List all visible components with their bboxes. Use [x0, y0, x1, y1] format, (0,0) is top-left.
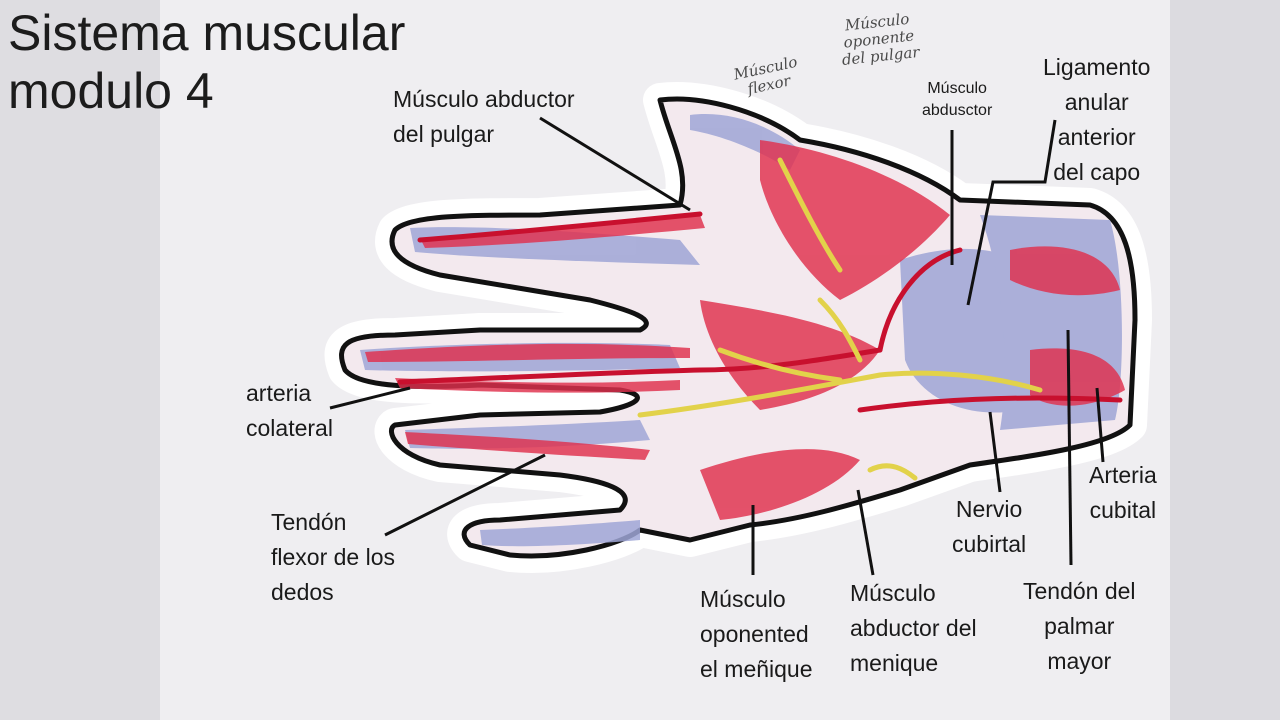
leader-arteria-colateral	[329, 386, 411, 410]
label-oponente-menique-line-1: Músculo	[700, 586, 786, 612]
label-ligamento-line-2: anular	[1064, 89, 1129, 115]
muscles	[365, 140, 1125, 520]
label-nervio-line-2: cubirtal	[952, 531, 1027, 557]
label-abductor-menique: Músculo abductor del menique	[850, 576, 977, 681]
handwritten-oponente: Músculo oponente del pulgar	[838, 10, 920, 69]
label-arteria-cubital-line-2: cubital	[1089, 497, 1157, 523]
label-abductor-line-2: abdusctor	[922, 102, 993, 119]
label-abductor-pulgar: Músculo abductor del pulgar	[393, 82, 575, 152]
page-title: Sistema muscular modulo 4	[8, 4, 405, 120]
label-abductor-menique-line-3: menique	[850, 650, 939, 676]
artery-arch	[877, 247, 963, 353]
label-arteria-colateral-line-2: colateral	[246, 415, 333, 441]
leader-tendon-palmar	[1066, 329, 1073, 566]
label-tendon-palmar-line-1: Tendón del	[1023, 578, 1136, 604]
label-abductor: Músculo abdusctor	[922, 78, 992, 122]
artery-ulnar	[857, 395, 1123, 413]
label-tendon-palmar-line-2: palmar	[1044, 613, 1115, 639]
middle-muscle	[365, 343, 690, 362]
ring-muscle	[405, 432, 650, 460]
label-tendon-flexor-line-1: Tendón	[271, 509, 347, 535]
label-arteria-cubital: Arteria cubital	[1089, 458, 1157, 528]
leader-lines	[329, 116, 1105, 576]
label-ligamento: Ligamento anular anterior del capo	[1043, 50, 1150, 190]
label-arteria-cubital-line-1: Arteria	[1089, 462, 1157, 488]
label-tendon-flexor-line-3: dedos	[271, 579, 334, 605]
nerve-branch-2	[717, 347, 843, 383]
wrist-muscle	[1010, 246, 1120, 296]
label-ligamento-line-4: del capo	[1053, 159, 1141, 185]
label-ligamento-line-1: Ligamento	[1043, 54, 1151, 80]
label-oponente-menique-line-2: oponented	[700, 621, 809, 647]
label-oponente-menique: Músculo oponented el meñique	[700, 582, 813, 687]
nerve-branch-4	[867, 463, 918, 481]
label-tendon-palmar: Tendón del palmar mayor	[1023, 574, 1136, 679]
thenar-muscle	[760, 140, 950, 300]
hypothenar-muscle	[700, 449, 860, 520]
label-abductor-pulgar-line-1: Músculo abductor	[393, 86, 575, 112]
label-nervio-line-1: Nervio	[955, 496, 1023, 522]
label-tendon-palmar-line-3: mayor	[1047, 648, 1112, 674]
label-tendon-flexor: Tendón flexor de los dedos	[271, 505, 395, 610]
label-arteria-colateral: arteria colateral	[246, 376, 333, 446]
leader-tendon-flexor	[384, 453, 546, 537]
nerve-branch-1	[817, 297, 863, 363]
title-line-1: Sistema muscular	[8, 5, 406, 61]
label-tendon-flexor-line-2: flexor de los	[271, 544, 396, 570]
label-oponente-menique-line-3: el meñique	[700, 656, 813, 682]
title-line-2: modulo 4	[8, 63, 214, 119]
label-abductor-pulgar-line-2: del pulgar	[393, 121, 495, 147]
label-arteria-colateral-line-1: arteria	[246, 380, 312, 406]
paper-background-left	[0, 0, 160, 720]
label-abductor-line-1: Músculo	[927, 80, 987, 97]
leader-abductor-pulgar	[539, 116, 691, 212]
label-abductor-menique-line-1: Músculo	[850, 580, 936, 606]
index-muscle	[420, 215, 705, 248]
leader-nervio	[988, 411, 1002, 493]
label-nervio: Nervio cubirtal	[952, 492, 1026, 562]
leader-arteria-cubital	[1095, 387, 1105, 463]
label-ligamento-line-3: anterior	[1057, 124, 1136, 150]
artery-collateral	[397, 347, 883, 385]
wrist-muscle-lower	[1030, 348, 1125, 406]
nerve-branch-3	[777, 157, 843, 273]
nerves	[637, 157, 1043, 481]
leader-ligamento	[966, 119, 1057, 306]
label-abductor-menique-line-2: abductor del	[850, 615, 977, 641]
leader-abductor-menique	[856, 489, 875, 576]
arteries	[397, 211, 1123, 413]
paper-background-right	[1170, 0, 1280, 720]
tendon-little	[480, 520, 640, 547]
nerve-main	[637, 370, 1043, 418]
artery-index	[417, 211, 703, 243]
